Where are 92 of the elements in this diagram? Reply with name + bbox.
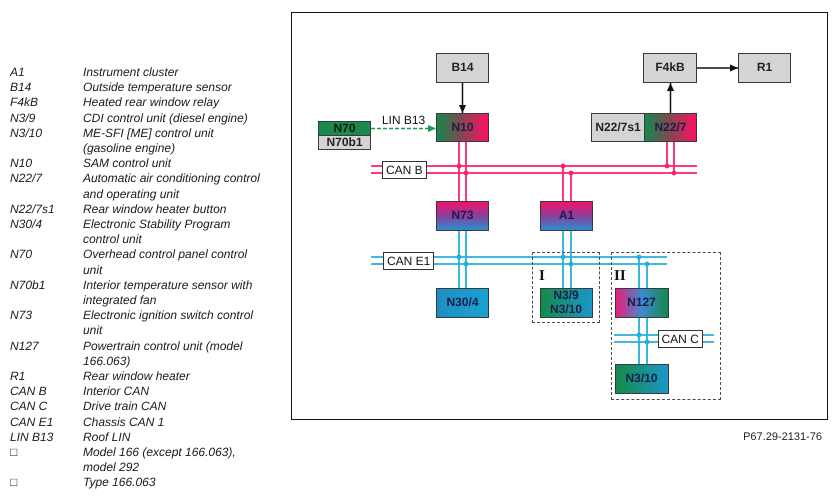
designation-description: Drive train CAN (83, 399, 168, 415)
arrow (458, 83, 466, 113)
designation-code: N22/7s1 (10, 202, 56, 218)
data-bus (371, 161, 697, 179)
designation-description: Roof LIN (83, 430, 132, 446)
designation-code: LIN B13 (10, 430, 54, 446)
designation-code: R1 (10, 369, 26, 384)
designation-code: A1 (10, 65, 26, 80)
designation-code: F4kB (10, 95, 40, 111)
unit-code: A1 (558, 209, 574, 223)
bus-wire-pair (638, 269, 648, 289)
unit-code: N30/4 (446, 296, 479, 310)
designation-code: N30/4 (10, 217, 44, 234)
bus-wire-pair (458, 230, 467, 243)
figure-number: P67.29-2131-76 (743, 430, 822, 444)
component-box (318, 135, 371, 150)
component-box (591, 113, 645, 142)
component-box (318, 121, 371, 136)
designation-description: Rear window heater (83, 369, 192, 384)
designation-description: Model 166 (except 166.063), model 292 (83, 445, 237, 476)
designation-description: Heated rear window relay (83, 95, 221, 111)
component-box (738, 53, 791, 83)
component-box (436, 288, 489, 318)
designation-code: N127 (10, 338, 40, 355)
data-bus (371, 242, 667, 270)
arrow (371, 124, 436, 132)
arrow (697, 64, 738, 72)
unit-code: F4kB (655, 61, 685, 75)
bus-label: CAN C (658, 330, 703, 348)
designation-code: N3/9 (10, 110, 36, 126)
designation-description: Interior CAN (83, 384, 150, 400)
bus-label: CAN E1 (383, 252, 434, 270)
bus-label: CAN B (382, 161, 427, 179)
designation-description: Chassis CAN 1 (83, 414, 166, 430)
unit-code: R1 (756, 61, 772, 75)
designation-description: Interior temperature sensor with integrated fan (83, 278, 254, 308)
bus-wire-pair (666, 141, 675, 162)
designation-description: Electronic Stability Program control unit (83, 217, 232, 248)
designation-code: N73 (10, 308, 34, 324)
designation-description: Overhead control panel control unit (83, 247, 248, 278)
designation-description: Powertrain control unit (model 166.063) (83, 338, 244, 370)
arrow (666, 83, 674, 113)
bus-wire-pair (458, 141, 467, 162)
edge-label: LIN B13 (380, 114, 426, 126)
dashed-group-box (532, 252, 600, 323)
designation-code: N70 (10, 247, 34, 264)
bus-wire-pair (458, 269, 467, 289)
designation-description: SAM control unit (83, 156, 172, 172)
bus-wire-pair (562, 269, 572, 289)
designation-description: Automatic air conditioning control and operating unit (83, 171, 261, 202)
designation-code: N22/7 (10, 171, 44, 188)
designation-code: CAN B (10, 384, 48, 400)
bus-wire-pair (638, 317, 648, 331)
designation-code: □ (10, 445, 18, 462)
unit-code: N70b1 (326, 136, 363, 150)
unit-code: N70 (333, 122, 356, 136)
designation-code: □ (10, 475, 18, 491)
group-label: I (539, 269, 545, 283)
data-bus (614, 330, 714, 348)
unit-code: N73 (451, 209, 474, 223)
unit-code: B14 (451, 61, 474, 75)
unit-code: N3/10 (550, 302, 582, 316)
designation-code: CAN E1 (10, 414, 54, 430)
bus-wire-pair (562, 178, 572, 202)
component-box (614, 364, 668, 394)
designation-description: Rear window heater button (83, 202, 228, 218)
unit-code: N3/9 (553, 289, 579, 302)
component-box (540, 201, 593, 231)
component-box (540, 288, 592, 318)
group-label: II (614, 269, 626, 283)
designation-description: Type 166.063 (83, 475, 156, 491)
designation-code: B14 (10, 80, 32, 96)
component-box (436, 113, 489, 142)
designation-code: CAN C (10, 399, 48, 415)
designation-description: Outside temperature sensor (83, 80, 234, 96)
component-box (436, 201, 489, 231)
unit-code: N22/7s1 (595, 120, 641, 134)
designation-description: ME-SFI [ME] control unit (gasoline engine) (83, 126, 215, 156)
designation-description: Instrument cluster (83, 65, 180, 80)
designation-code: N70b1 (10, 278, 46, 294)
component-box (643, 53, 697, 83)
component-box (436, 53, 489, 83)
designation-code: N10 (10, 156, 34, 172)
unit-code: N10 (451, 120, 474, 134)
designation-description: CDI control unit (diesel engine) (83, 110, 249, 126)
bus-wire-pair (458, 178, 467, 202)
designation-code: N3/10 (10, 126, 44, 142)
designation-description: Electronic ignition switch control unit (83, 308, 254, 339)
bus-wire-pair (638, 347, 648, 365)
bus-wire-pair (562, 230, 572, 243)
unit-code: N3/10 (625, 372, 658, 386)
dashed-group-box (611, 252, 721, 400)
